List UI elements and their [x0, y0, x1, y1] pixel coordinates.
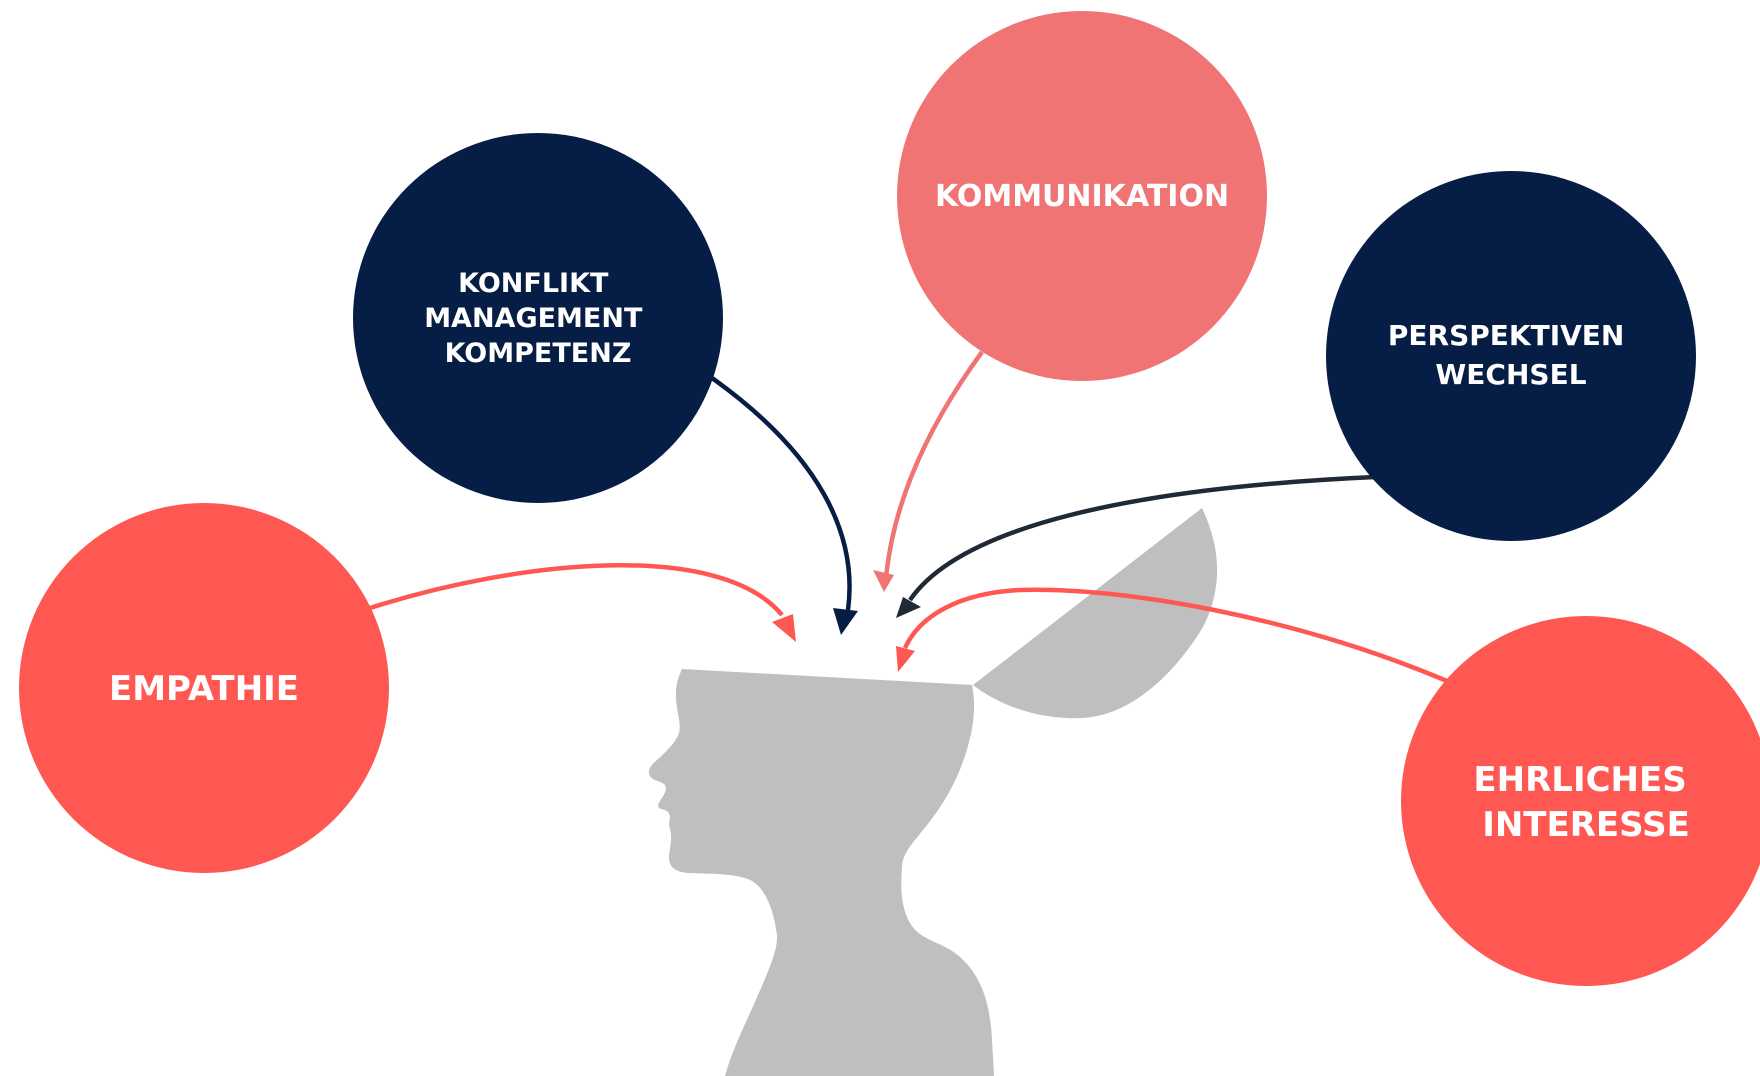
bubble-empathie: EMPATHIE: [19, 503, 389, 873]
bubble-konflikt-line-3: KOMPETENZ: [445, 338, 632, 369]
bubble-kommunikation: KOMMUNIKATION: [897, 11, 1267, 381]
arrow-perspektiven: [908, 474, 1376, 602]
arrowhead-empathie: [772, 614, 796, 642]
bubble-konflikt-line-1: KONFLIKT: [458, 268, 609, 299]
head-lid: [973, 508, 1218, 719]
bubble-ehrliches-line-2: INTERESSE: [1482, 805, 1690, 845]
bubble-ehrliches: EHRLICHES INTERESSE: [1401, 616, 1760, 986]
arrowhead-kommunikation: [873, 570, 894, 592]
bubble-ehrliches-circle: [1401, 616, 1760, 986]
arrow-empathie: [369, 563, 784, 617]
bubble-kommunikation-label: KOMMUNIKATION: [935, 179, 1229, 214]
bubble-perspektiven-line-2: WECHSEL: [1435, 358, 1586, 391]
bubble-konflikt-line-2: MANAGEMENT: [424, 303, 643, 334]
bubble-konflikt-label: KONFLIKT MANAGEMENT KOMPETENZ: [424, 268, 652, 369]
bubble-perspektiven-line-1: PERSPEKTIVEN: [1388, 319, 1624, 352]
arrow-konflikt: [710, 376, 852, 611]
bubble-kommunikation-line-1: KOMMUNIKATION: [935, 179, 1229, 214]
arrow-kommunikation: [883, 350, 984, 579]
arrow-ehrliches: [902, 587, 1448, 684]
arrowhead-perspektiven: [896, 597, 921, 618]
bubble-empathie-line-1: EMPATHIE: [109, 669, 299, 709]
arrowheads: [772, 570, 921, 672]
arrowhead-ehrliches: [896, 646, 915, 672]
bubble-konflikt-circle: [353, 133, 723, 503]
bubble-ehrliches-label: EHRLICHES INTERESSE: [1473, 760, 1698, 845]
bubble-kommunikation-circle: [897, 11, 1267, 381]
bubble-konflikt: KONFLIKT MANAGEMENT KOMPETENZ: [353, 133, 723, 503]
bubble-empathie-label: EMPATHIE: [109, 669, 299, 709]
bubble-perspektiven-circle: [1326, 171, 1696, 541]
head-body: [648, 669, 994, 1076]
open-head-silhouette-icon: [648, 508, 1218, 1076]
arrowhead-konflikt: [833, 608, 858, 635]
bubble-perspektiven: PERSPEKTIVEN WECHSEL: [1326, 171, 1696, 541]
bubble-ehrliches-line-1: EHRLICHES: [1473, 760, 1686, 800]
arrows: [369, 350, 1448, 684]
bubble-empathie-circle: [19, 503, 389, 873]
bubble-perspektiven-label: PERSPEKTIVEN WECHSEL: [1388, 319, 1634, 391]
